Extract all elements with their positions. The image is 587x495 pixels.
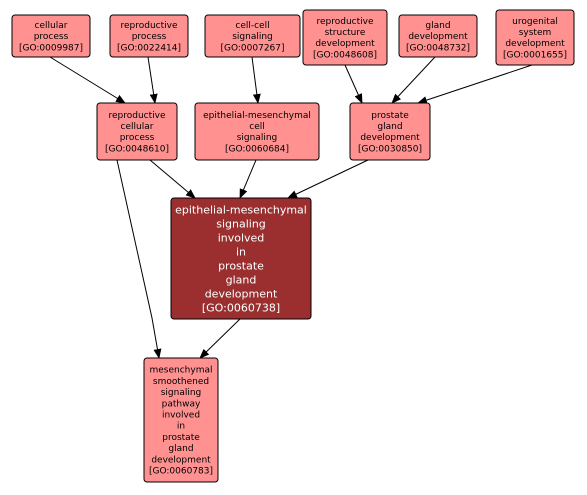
node-label-line: reproductive: [316, 17, 373, 27]
node-label-line: development: [505, 39, 565, 49]
node-label-line: gland: [377, 122, 402, 132]
node-label-line: structure: [325, 28, 366, 38]
node-box: [204, 14, 301, 58]
node-label-line: reproductive: [108, 111, 165, 121]
node-label-line: cellular: [35, 21, 68, 31]
node-label-line: signaling: [232, 32, 273, 42]
node-label-line: cellular: [121, 122, 154, 132]
node-box: [96, 102, 178, 161]
node-label-line: in: [236, 245, 246, 258]
node-label-line: prostate: [162, 433, 200, 443]
node-label-line: epithelial-mesenchymal: [175, 203, 307, 216]
node-label-line: cell-cell: [235, 21, 269, 31]
node-label-line: pathway: [162, 399, 201, 409]
node-label-line: development: [205, 287, 278, 300]
edge-go0048610-to-go0060738: [149, 159, 196, 199]
node-label-line: development: [151, 455, 211, 465]
node-label-line: involved: [218, 231, 265, 244]
nodes: cellularprocess[GO:0009987]reproductivep…: [11, 9, 575, 483]
node-go0048608[interactable]: reproductivestructuredevelopment[GO:0048…: [302, 9, 388, 66]
node-box: [349, 102, 431, 161]
node-box: [109, 14, 189, 58]
edge-go0009987-to-go0048610: [49, 56, 126, 104]
node-label-line: mesenchymal: [150, 366, 213, 376]
node-label-line: [GO:0048610]: [105, 144, 169, 154]
node-label-line: development: [315, 39, 375, 49]
edge-go0060738-to-go0060783: [199, 318, 241, 359]
node-label-line: process: [120, 133, 155, 143]
node-label-line: signaling: [161, 388, 202, 398]
node-label-line: gland: [168, 444, 193, 454]
node-label-line: system: [519, 28, 552, 38]
node-label-line: [GO:0060684]: [225, 144, 289, 154]
edge-go0007267-to-go0060684: [251, 56, 261, 104]
node-box: [302, 9, 388, 66]
node-label-line: cell: [249, 122, 265, 132]
edges: [49, 56, 533, 359]
node-box: [170, 197, 312, 320]
node-box: [495, 9, 575, 66]
edge-go0030850-to-go0060738: [287, 159, 369, 199]
node-box: [143, 357, 219, 483]
node-box: [398, 14, 478, 58]
node-label-line: [GO:0007267]: [220, 43, 284, 53]
node-label-line: development: [408, 32, 468, 42]
node-box: [194, 102, 320, 161]
node-label-line: process: [132, 32, 167, 42]
edge-go0060684-to-go0060738: [239, 159, 257, 199]
node-label-line: process: [34, 32, 69, 42]
node-label-line: [GO:0048732]: [406, 43, 470, 53]
node-label-line: [GO:0022414]: [117, 43, 181, 53]
node-label-line: [GO:0009987]: [19, 43, 83, 53]
node-label-line: prostate: [218, 259, 264, 272]
node-go0060684[interactable]: epithelial-mesenchymalcellsignaling[GO:0…: [194, 102, 320, 161]
node-label-line: reproductive: [120, 21, 177, 31]
node-label-line: gland: [226, 273, 257, 286]
node-label-line: [GO:0060738]: [202, 301, 280, 314]
node-label-line: signaling: [237, 133, 278, 143]
node-label-line: [GO:0001655]: [503, 50, 567, 60]
node-label-line: signaling: [216, 217, 266, 230]
edge-go0048732-to-go0030850: [391, 56, 436, 104]
node-label-line: epithelial-mesenchymal: [203, 111, 311, 121]
node-label-line: [GO:0048608]: [313, 50, 377, 60]
node-label-line: urogenital: [512, 17, 558, 27]
node-label-line: [GO:0060783]: [149, 467, 213, 477]
edge-go0001655-to-go0030850: [417, 64, 533, 104]
node-label-line: gland: [425, 21, 450, 31]
edge-go0048608-to-go0030850: [344, 64, 363, 104]
edge-go0048610-to-go0060783: [116, 159, 162, 359]
node-label-line: in: [177, 422, 185, 432]
node-label-line: prostate: [371, 111, 409, 121]
node-label-line: [GO:0030850]: [358, 144, 422, 154]
edge-go0022414-to-go0048610: [147, 56, 158, 104]
node-label-line: smoothened: [153, 377, 209, 387]
node-box: [11, 14, 91, 58]
node-go0060738[interactable]: epithelial-mesenchymalsignalinginvolvedi…: [170, 197, 312, 320]
node-label-line: development: [360, 133, 420, 143]
node-label-line: involved: [162, 411, 200, 421]
